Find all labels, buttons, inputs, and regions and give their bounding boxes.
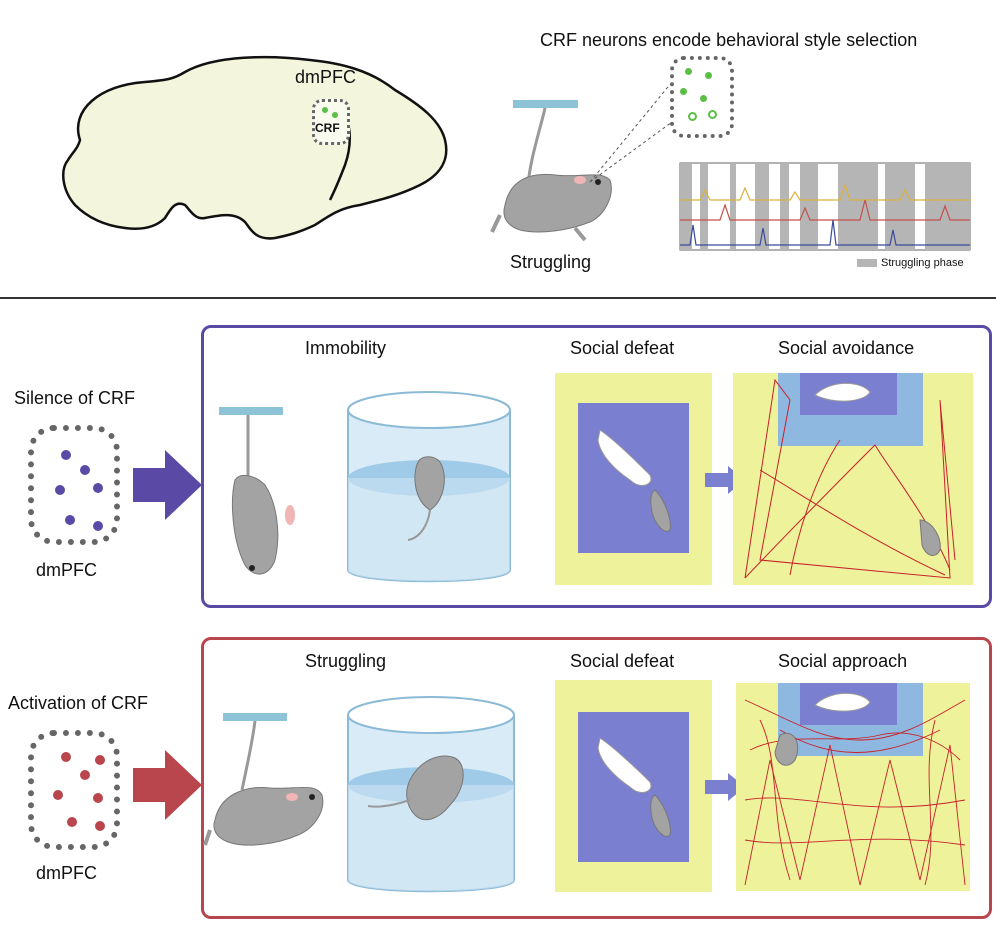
row2-region-label: dmPFC <box>36 863 98 883</box>
row2-condition-label: Activation of CRF <box>8 693 149 713</box>
row2-neuron-box <box>28 730 120 850</box>
suspension-bar <box>223 713 287 721</box>
top-behavior-label: Struggling <box>510 252 592 272</box>
section-divider <box>0 297 996 299</box>
row1-title-2: Social defeat <box>570 338 675 358</box>
green-neuron-dot <box>700 95 707 102</box>
row1-title-3: Social avoidance <box>778 338 915 358</box>
top-title: CRF neurons encode behavioral style sele… <box>540 30 918 50</box>
suspension-bar <box>513 100 578 108</box>
green-neuron-ring <box>708 110 717 119</box>
crf-inset-box <box>312 99 350 145</box>
brain-region-label: dmPFC <box>295 67 357 87</box>
suspension-bar <box>219 407 283 415</box>
green-neuron-dot <box>705 72 712 79</box>
green-neuron-dot <box>680 88 687 95</box>
green-neuron-ring <box>688 112 697 121</box>
row1-condition-label: Silence of CRF <box>14 388 136 408</box>
crf-dot <box>332 112 338 118</box>
row1-title-1: Immobility <box>305 338 387 358</box>
row1-neuron-box <box>28 425 120 545</box>
crf-inset-label: CRF <box>315 121 340 135</box>
row2-title-1: Struggling <box>305 651 387 671</box>
row1-region-label: dmPFC <box>36 560 98 580</box>
row2-title-2: Social defeat <box>570 651 675 671</box>
green-neuron-dot <box>685 68 692 75</box>
crf-dot <box>322 107 328 113</box>
row2-title-3: Social approach <box>778 651 908 671</box>
trace-legend-label: Struggling phase <box>881 257 964 269</box>
